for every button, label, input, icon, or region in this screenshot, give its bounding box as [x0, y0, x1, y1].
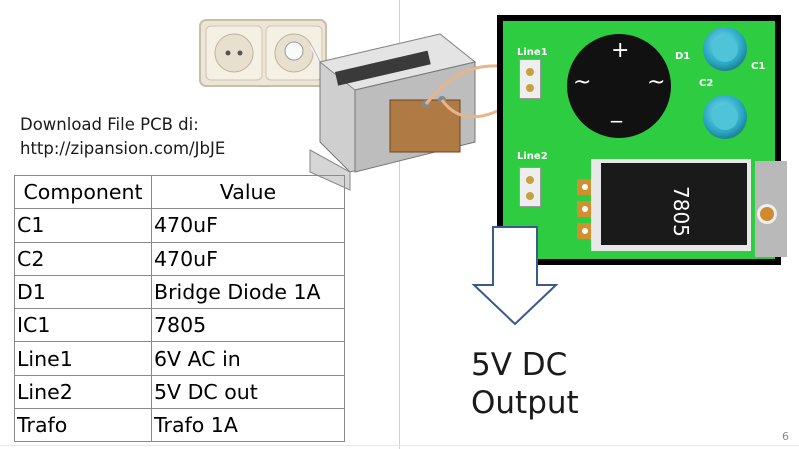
line1-label: Line1: [517, 47, 548, 58]
slide-divider: [399, 0, 400, 449]
output-line1: 5V DC: [471, 347, 568, 383]
bridge-plus: +: [611, 38, 630, 63]
regulator-7805: [601, 163, 747, 245]
regulator-label: 7805: [669, 186, 693, 237]
cell-value: Bridge Diode 1A: [151, 274, 345, 310]
bridge-diode: + ~ ~ _: [567, 34, 671, 138]
pcb-board: Line1 Line2 + ~ ~ _ D1 C1 C2 7805: [503, 21, 787, 259]
regulator-pad: [577, 223, 593, 239]
header-component: Component: [14, 174, 152, 210]
header-value: Value: [151, 174, 345, 210]
regulator-mount-hole: [757, 204, 777, 224]
regulator-pad: [577, 201, 593, 217]
d1-label: D1: [675, 51, 691, 62]
cell-component: D1: [14, 274, 152, 310]
c1-label: C1: [751, 61, 766, 72]
bridge-ac-left: ~: [573, 70, 592, 95]
regulator-pad: [577, 179, 593, 195]
cell-value: Trafo 1A: [151, 408, 345, 443]
cell-value: 5V DC out: [151, 374, 345, 410]
line2-label: Line2: [517, 151, 548, 162]
bridge-ac-right: ~: [647, 70, 666, 95]
down-arrow-icon: [471, 226, 559, 326]
download-link[interactable]: http://zipansion.com/JbJE: [20, 139, 226, 158]
cell-value: 470uF: [151, 208, 345, 243]
capacitor-c2: [703, 95, 747, 139]
cell-component: C2: [14, 241, 152, 276]
bridge-minus: _: [611, 98, 622, 123]
c2-label: C2: [699, 78, 714, 89]
page-number: 6: [782, 430, 789, 443]
wall-socket-image: [199, 19, 327, 87]
cell-component: IC1: [14, 308, 152, 343]
cell-component: Line2: [14, 374, 152, 410]
cell-component: Trafo: [14, 408, 152, 443]
line2-connector: [519, 167, 541, 207]
table-header-row: Component Value: [14, 174, 345, 210]
capacitor-c1: [703, 27, 747, 71]
download-info: Download File PCB di: http://zipansion.c…: [20, 113, 225, 161]
cell-component: Line1: [14, 341, 152, 376]
output-line2: Output: [471, 385, 579, 421]
transformer-image: [309, 33, 529, 191]
output-label: 5V DC Output: [471, 346, 579, 422]
cell-value: 470uF: [151, 241, 345, 276]
pcb-layout: Line1 Line2 + ~ ~ _ D1 C1 C2 7805: [497, 15, 787, 265]
download-label: Download File PCB di:: [20, 115, 199, 134]
cell-component: C1: [14, 208, 152, 243]
line1-connector: [519, 59, 541, 99]
slide-bottom-line: [0, 445, 799, 446]
cell-value: 6V AC in: [151, 341, 345, 376]
cell-value: 7805: [151, 308, 345, 343]
